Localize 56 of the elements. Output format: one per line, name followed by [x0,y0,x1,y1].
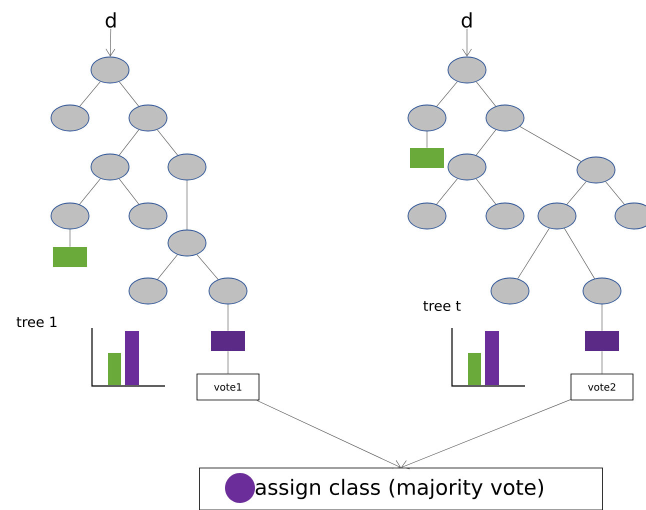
leaf-box [410,148,444,168]
tree-node [168,154,206,180]
tree-edge [118,130,140,156]
arrow [401,399,571,470]
tree-node [90,56,130,84]
tree-edge [436,178,458,205]
tree-node [408,202,446,230]
tree-node [576,156,616,184]
tree-edge [79,178,101,205]
tree-node [486,104,524,132]
tree-node [448,56,486,84]
leaf-box [211,331,245,351]
tree-node [50,202,90,230]
arrow [106,28,116,57]
tree-label: tree 1 [16,316,56,328]
tree-node [50,104,90,132]
tree-edge [564,228,595,279]
tree-node [90,154,130,180]
result-box: assign class (majority vote) [199,468,603,510]
tree-edge [426,131,428,148]
arrow [256,400,401,469]
tree-edge [566,181,586,205]
tree-edge [517,228,550,279]
tree-edge [476,82,496,106]
tree-node [128,104,168,132]
tree-edge [186,180,188,230]
tree-edge [196,254,218,280]
tree-edge [436,81,458,107]
tree-node [168,230,206,256]
tree-node [490,278,530,304]
tree-node [486,202,524,230]
tree-edge [476,130,496,156]
tree-node [582,278,622,304]
tree-label: tree t [423,300,461,311]
input-label: d [106,12,116,28]
tree-node [208,278,248,304]
tree-edge [119,82,139,106]
leaf-box [53,247,87,267]
tree-edge [157,129,178,156]
tree-edge [605,181,625,205]
tree-edge [520,126,582,162]
tree-edge [79,81,101,107]
vote-box: vote1 [196,374,260,400]
tree-node [538,202,576,230]
input-label: d [462,12,472,28]
tree-edge [118,178,140,204]
tree-edge [157,254,178,280]
leaf-box [585,331,619,351]
tree-node [408,104,446,132]
tree-node [614,202,646,230]
arrow [462,28,472,57]
vote-box: vote2 [570,374,634,400]
tree-node [128,278,168,304]
tree-node [128,202,168,230]
tree-node [448,154,486,180]
tree-edge [476,178,496,204]
